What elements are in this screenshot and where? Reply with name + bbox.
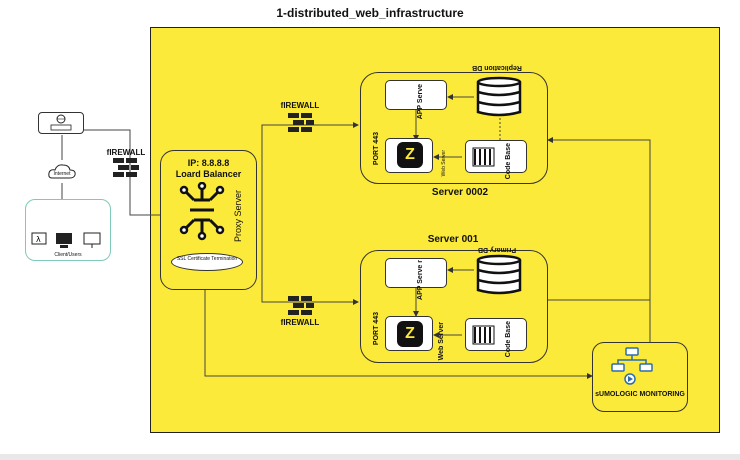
server1-db-icon: [476, 254, 522, 295]
firewall-left-label: fIREWALL: [106, 148, 146, 157]
server2-db-icon: [476, 76, 522, 117]
svg-text:λ: λ: [36, 235, 41, 244]
firewall-bottom-label: fIREWALL: [280, 318, 320, 327]
internet-label: Internet: [53, 171, 71, 177]
monitoring-to-server1-line: [548, 299, 651, 342]
server1-port-label: PORT 443: [373, 312, 380, 346]
server2-box: [360, 72, 548, 184]
lb-to-monitoring-line: [204, 280, 593, 379]
monitoring-label: sUMOLOGIC MONITORING: [595, 391, 685, 398]
lb-to-server1-line: [261, 215, 359, 305]
server1-nginx-icon: Z: [397, 321, 423, 347]
server2-app-box: [385, 80, 447, 110]
proxy-server-label: Proxy Server: [233, 190, 243, 243]
diagram-title: 1-distributed_web_infrastructure: [276, 6, 464, 20]
client-devices-icon: λ: [31, 232, 101, 248]
firewall-left-icon: [113, 158, 139, 177]
server1-app-label: APP Serve r: [417, 260, 424, 300]
scrollbar-track[interactable]: [0, 454, 740, 460]
server2-name-label: Server 0002: [431, 187, 489, 198]
globe-icon: [50, 114, 72, 131]
firewall-bottom-icon: [288, 296, 314, 315]
server1-name-label: Server 001: [427, 234, 479, 245]
server1-web-label: Web Server: [438, 322, 445, 361]
server2-port-label: PORT 443: [373, 132, 380, 166]
server2-app-label: APP Serve: [417, 84, 424, 120]
lb-to-server2-line: [261, 122, 359, 215]
server1-db-label: Primary DB: [477, 246, 517, 253]
monitoring-box: [592, 342, 688, 412]
load-balancer-icon: [179, 182, 225, 241]
firewall-top-label: fIREWALL: [280, 101, 320, 110]
client-users-box: [25, 199, 111, 261]
router-box: [38, 112, 84, 134]
client-users-label: Client/Users: [54, 252, 82, 258]
server2-db-label: Replication DB: [472, 64, 522, 71]
server2-web-label: Web Server: [441, 150, 447, 177]
lb-name-label: Loard Balancer: [175, 169, 242, 179]
server1-box: [360, 250, 548, 363]
server1-code-icon: [472, 325, 495, 345]
server2-code-label: Code Base: [505, 143, 512, 180]
firewall-top-icon: [288, 113, 314, 132]
server1-app-box: [385, 258, 447, 288]
server2-code-icon: [472, 147, 495, 167]
sumologic-icon: [611, 347, 653, 385]
server2-nginx-icon: Z: [397, 142, 423, 168]
server1-code-label: Code Base: [505, 321, 512, 358]
monitoring-to-server2-line: [547, 137, 651, 342]
cloud-icon: [48, 164, 76, 179]
ssl-label: SSL Certificate Termination: [176, 256, 238, 262]
ssl-termination-box: [171, 253, 243, 271]
lb-ip-label: IP: 8.8.8.8: [187, 158, 230, 168]
